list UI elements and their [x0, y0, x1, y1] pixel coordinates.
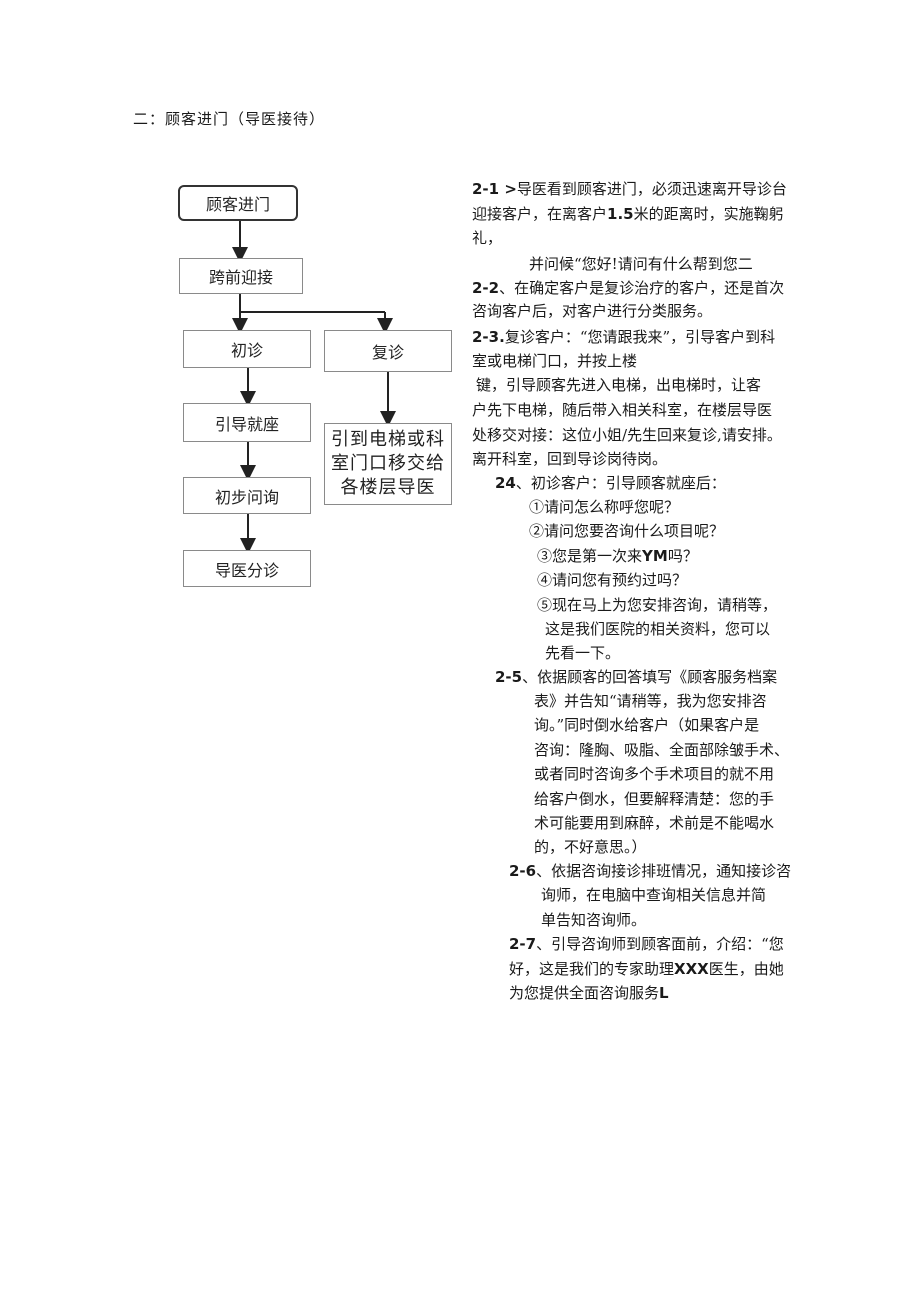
step-2-1-line2: 迎接客户，在离客户1.5米的距离时，实施鞠躬	[472, 203, 784, 225]
flow-box-seat: 引导就座	[183, 403, 311, 442]
flow-label-elevator: 引到电梯或科室门口移交给各楼层导医	[331, 429, 445, 498]
flow-label-greet: 跨前迎接	[208, 268, 273, 287]
step-2-4-line1: 24、初诊客户：引导顾客就座后：	[495, 472, 726, 494]
flowchart: 顾客进门 跨前迎接 初诊 复诊 引导就座 引到电梯或科室门口移交给各楼层导医 初…	[0, 0, 460, 620]
step-text: 、依据顾客的回答填写《顾客服务档案	[522, 668, 778, 686]
step-2-7-line1: 2-7、引导咨询师到顾客面前，介绍：“您	[509, 933, 784, 955]
question-2: ②请问您要咨询什么项目呢？	[529, 522, 725, 540]
question-5-line2: 这是我们医院的相关资料，您可以	[545, 620, 771, 638]
step-2-3-line4: 户先下电梯，随后带入相关科室，在楼层导医	[472, 401, 773, 419]
step-number: 2-5	[495, 668, 523, 686]
step-text: 、在确定客户是复诊治疗的客户，还是首次	[499, 279, 785, 297]
step-2-6-line3: 单告知咨询师。	[541, 911, 647, 929]
flow-label-return: 复诊	[371, 343, 404, 362]
question-1: ①请问怎么称呼您呢？	[529, 498, 680, 516]
step-2-5-line4: 咨询：隆胸、吸脂、全面部除皱手术、	[534, 741, 790, 759]
flow-label-inquiry: 初步问询	[214, 487, 279, 507]
step-2-5-line8: 的，不好意思。）	[534, 838, 647, 856]
step-2-2-line1: 2-2、在确定客户是复诊治疗的客户，还是首次	[472, 277, 784, 299]
flow-box-enter: 顾客进门	[178, 185, 298, 221]
step-number: 2-6	[509, 862, 537, 880]
flow-box-elevator: 引到电梯或科室门口移交给各楼层导医	[324, 423, 452, 505]
step-2-3-line3: 键，引导顾客先进入电梯，出电梯时，让客	[476, 376, 762, 394]
step-2-5-line7: 术可能要用到麻醉，术前是不能喝水	[534, 814, 775, 832]
step-number: 2-7	[509, 935, 537, 953]
step-2-2-line2: 咨询客户后，对客户进行分类服务。	[472, 302, 713, 320]
flow-label-first: 初诊	[230, 341, 263, 360]
step-text: 好，这是我们的专家助理	[509, 960, 675, 978]
step-number-inline: 1.5	[607, 205, 634, 223]
step-2-5-line1: 2-5、依据顾客的回答填写《顾客服务档案	[495, 666, 777, 688]
step-2-5-line3: 询。”同时倒水给客户（如果客户是	[534, 716, 760, 734]
flow-box-triage: 导医分诊	[183, 550, 311, 587]
step-abbrev: YM	[642, 547, 668, 565]
step-2-3-line6: 离开科室，回到导诊岗待岗。	[472, 450, 668, 468]
flow-label-enter: 顾客进门	[205, 195, 270, 214]
question-5-line1: ⑤现在马上为您安排咨询，请稍等，	[537, 596, 778, 614]
step-number: 24	[495, 474, 516, 492]
step-2-1-line4: 并问候“您好!请问有什么帮到您二	[529, 255, 753, 273]
step-text: 为您提供全面咨询服务	[509, 984, 660, 1002]
step-2-5-line2: 表》并告知“请稍等，我为您安排咨	[534, 692, 767, 710]
step-2-1-line3: 礼，	[472, 229, 503, 247]
step-placeholder-name: XXX	[674, 960, 709, 978]
question-5-line3: 先看一下。	[545, 644, 621, 662]
step-text: 、初诊客户：引导顾客就座后：	[515, 474, 726, 492]
step-text: 导医看到顾客进门，必须迅速离开导诊台	[516, 180, 787, 198]
flow-label-triage: 导医分诊	[214, 560, 279, 580]
step-2-3-line2: 室或电梯门口，并按上楼	[472, 352, 638, 370]
step-2-1-line1: 2-1 >导医看到顾客进门，必须迅速离开导诊台	[472, 178, 787, 200]
step-text: 米的距离时，实施鞠躬	[633, 205, 784, 223]
step-text: 医生，由她	[708, 960, 784, 978]
step-text: 、依据咨询接诊排班情况，通知接诊咨	[536, 862, 792, 880]
flow-box-inquiry: 初步问询	[183, 477, 311, 514]
step-2-3-line5: 处移交对接：这位小姐/先生回来复诊,请安排。	[472, 426, 782, 444]
step-number: 2-2	[472, 279, 500, 297]
section-heading: 二：顾客进门（导医接待）	[133, 110, 326, 128]
step-2-7-line2: 好，这是我们的专家助理XXX医生，由她	[509, 958, 784, 980]
step-text: 、引导咨询师到顾客面前，介绍：“您	[536, 935, 784, 953]
step-text: 吗？	[667, 547, 698, 565]
step-2-5-line6: 给客户倒水，但要解释清楚：您的手	[534, 790, 775, 808]
flow-box-greet: 跨前迎接	[179, 258, 303, 294]
step-2-5-line5: 或者同时咨询多个手术项目的就不用	[534, 765, 775, 783]
step-text: ③您是第一次来	[537, 547, 643, 565]
flow-box-first: 初诊	[183, 330, 311, 368]
step-2-6-line2: 询师，在电脑中查询相关信息并简	[541, 886, 767, 904]
flowchart-connectors	[232, 221, 396, 554]
flow-label-seat: 引导就座	[214, 414, 279, 434]
step-text: 迎接客户，在离客户	[472, 205, 608, 223]
step-2-6-line1: 2-6、依据咨询接诊排班情况，通知接诊咨	[509, 860, 791, 882]
question-3: ③您是第一次来YM吗？	[537, 545, 698, 567]
step-2-3-line1: 2-3.复诊客户：“您请跟我来”，引导客户到科	[472, 326, 775, 348]
step-number: 2-3.	[472, 328, 505, 346]
flow-box-return: 复诊	[324, 330, 452, 372]
question-4: ④请问您有预约过吗？	[537, 571, 688, 589]
step-text-trailing: L	[659, 984, 669, 1002]
step-number: 2-1 >	[472, 180, 517, 198]
step-2-7-line3: 为您提供全面咨询服务L	[509, 982, 669, 1004]
step-text: 复诊客户：“您请跟我来”，引导客户到科	[504, 328, 776, 346]
